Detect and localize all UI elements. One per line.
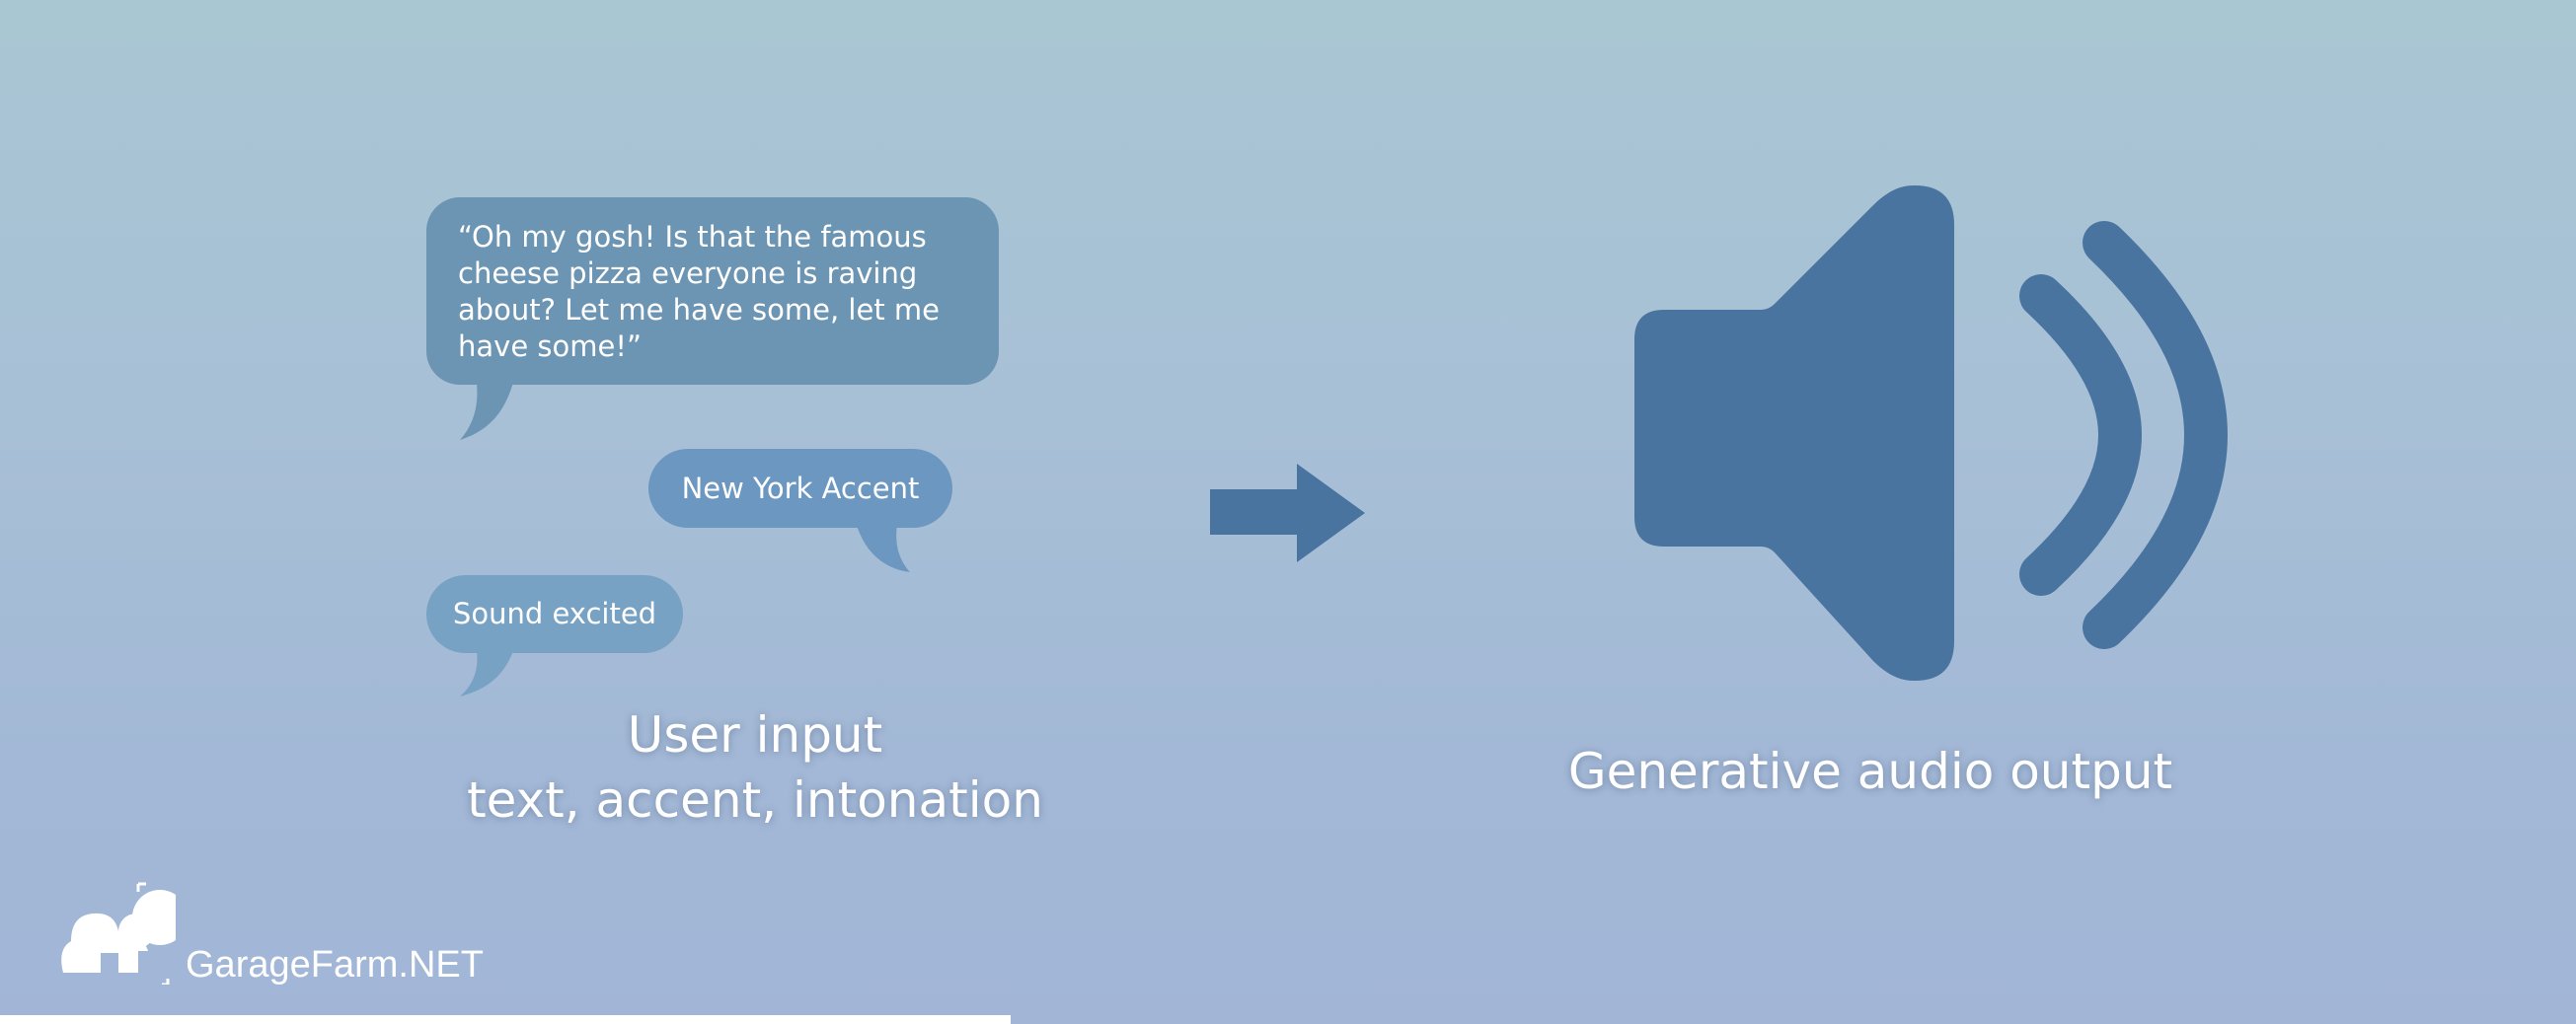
cloud-farm-logo-icon xyxy=(61,882,176,985)
speaker-volume-icon xyxy=(1634,185,2229,681)
accent-bubble: New York Accent xyxy=(648,449,952,528)
intonation-bubble: Sound excited xyxy=(426,575,683,653)
quote-text: “Oh my gosh! Is that the famous cheese p… xyxy=(458,220,941,363)
accent-bubble-tail xyxy=(855,519,910,572)
input-caption-line2: text, accent, intonation xyxy=(467,771,1043,829)
brand-name: GarageFarm.NET xyxy=(186,944,484,986)
intonation-bubble-tail xyxy=(460,645,515,696)
intonation-label: Sound excited xyxy=(452,597,657,630)
right-arrow-icon xyxy=(1210,464,1365,562)
input-caption-line1: User input xyxy=(627,706,883,764)
input-caption: User input text, accent, intonation xyxy=(434,702,1076,833)
output-caption: Generative audio output xyxy=(1567,743,2173,800)
bottom-white-strip xyxy=(0,1015,1011,1024)
accent-label: New York Accent xyxy=(681,472,920,505)
quote-bubble-tail xyxy=(460,375,515,440)
quote-bubble: “Oh my gosh! Is that the famous cheese p… xyxy=(426,197,999,385)
